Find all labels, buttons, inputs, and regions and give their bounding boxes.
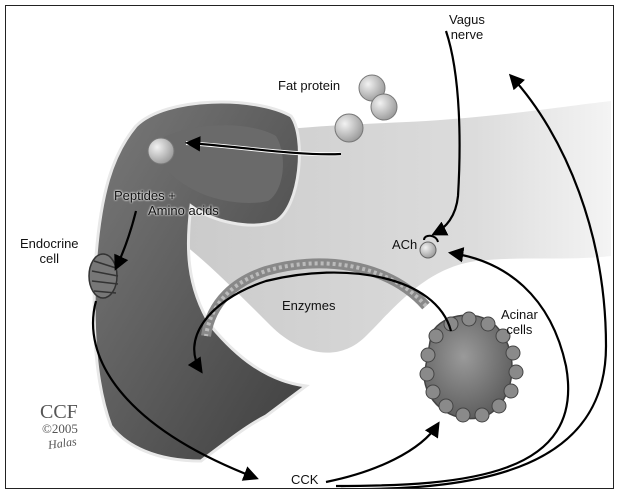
acinar-cells-label: Acinar cells	[501, 307, 538, 337]
ccf-credit: CCF ©2005 Halas	[40, 402, 78, 451]
vagus-nerve-label: Vagus nerve	[449, 12, 485, 42]
diagram-frame: Vagus nerve Fat protein Peptides + Amino…	[5, 5, 614, 489]
cck-label: CCK	[291, 472, 318, 487]
artist-signature: Halas	[47, 434, 79, 453]
fat-protein-label: Fat protein	[278, 78, 340, 93]
peptides-amino-acids-label: Peptides + Amino acids	[114, 188, 219, 218]
endocrine-cell-label: Endocrine cell	[20, 236, 79, 266]
ach-vesicle	[420, 242, 436, 258]
enzymes-label: Enzymes	[282, 298, 335, 313]
ccf-logo-text: CCF	[40, 402, 78, 422]
ach-label: ACh	[392, 237, 417, 252]
endocrine-cell	[89, 254, 118, 298]
